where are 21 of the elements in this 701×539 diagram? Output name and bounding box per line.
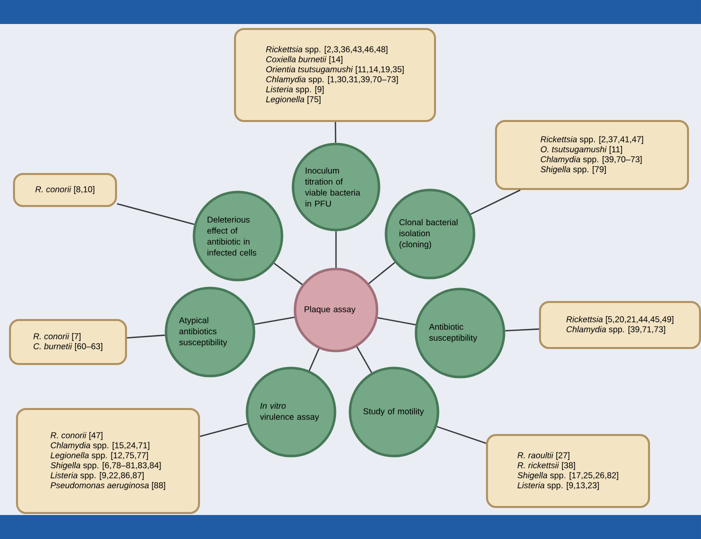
reference-box: R. raoultii [27] R. rickettsii [38] Shigella spp. [17,25,26,82] Listeria spp. [9,13,23]: [486, 434, 650, 508]
reference-box: Rickettsia spp. [2,37,41,47] O. tsutsugamushi [11] Chlamydia spp. [39,70–73] Shigella spp. [79]: [495, 120, 689, 190]
connector-line: [335, 231, 337, 268]
connector-line: [368, 262, 396, 284]
reference-box: R. conorii [8,10]: [13, 173, 117, 207]
connector-line: [356, 346, 372, 373]
connector-line: [470, 189, 521, 215]
connector-line: [436, 426, 486, 444]
reference-box: R. conorii [47] Chlamydia spp. [15,24,71] Legionella spp. [12,75,77] Shigella spp. [6,78–81,83,84] Listeria spp. [9,22,86,87] Pseudomonas aeruginosa [88]: [16, 408, 200, 514]
connector-line: [116, 203, 194, 225]
reference-box: Rickettsia [5,20,21,44,45,49] Chlamydia spp. [39,71,73]: [539, 301, 701, 349]
connector-line: [334, 122, 336, 143]
connector-line: [200, 423, 248, 438]
reference-box: Rickettsia spp. [2,3,36,43,46,48] Coxiella burnetii [14] Orientia tsutsugamushi [11,14,19,35] Chlamydia spp. [1,30,31,39,70–73] Listeria spp. [9] Legionella [75]: [234, 28, 436, 122]
reference-box: R. conorii [7] C. burnetii [60–63]: [9, 319, 127, 365]
connector-line: [254, 316, 294, 325]
connector-line: [377, 317, 416, 326]
connector-line: [274, 262, 303, 286]
connector-line: [308, 348, 320, 371]
connector-line: [505, 328, 540, 332]
connector-line: [126, 334, 165, 338]
